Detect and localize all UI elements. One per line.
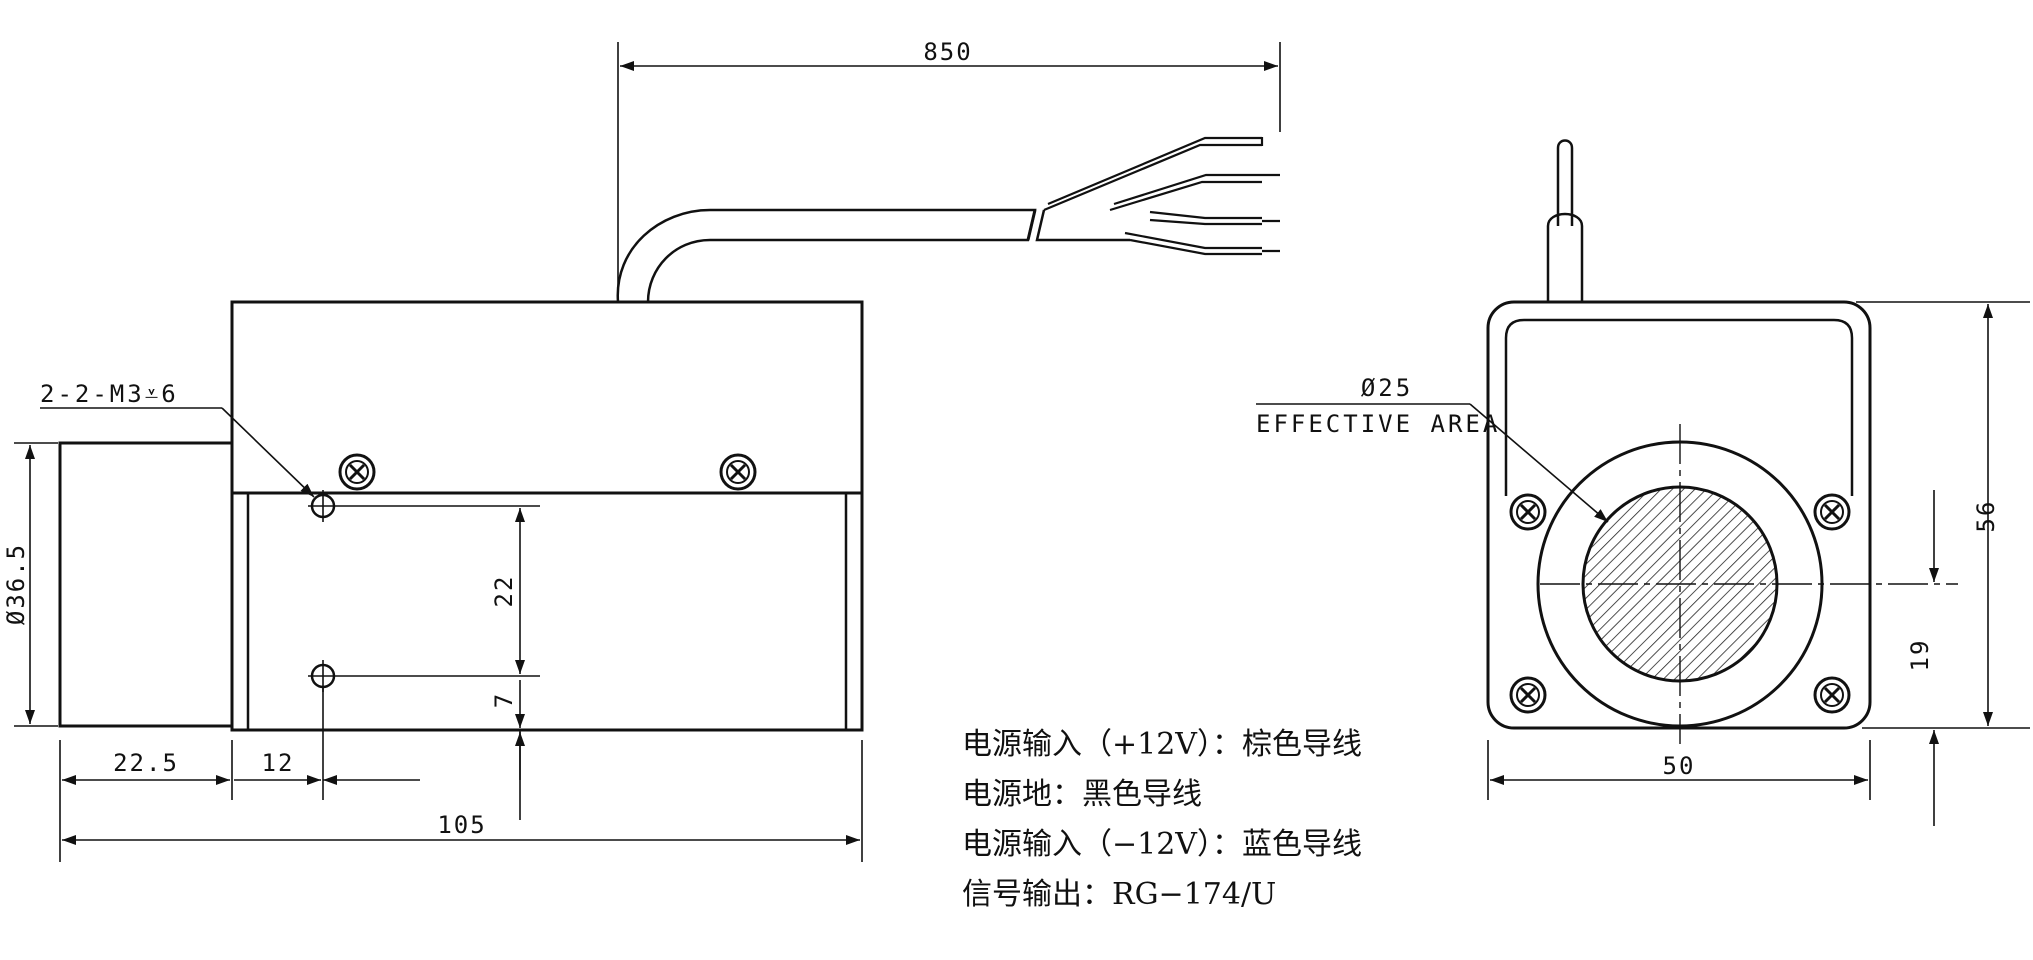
front-cylinder xyxy=(58,441,234,728)
wiring-line-positive: 电源输入（+12V）：棕色导线 xyxy=(962,727,1362,762)
label-effective-diameter: Ø25 xyxy=(1361,374,1413,402)
wiring-line-signal: 信号输出：RG−174/U xyxy=(962,877,1277,912)
screw-head-left xyxy=(338,453,376,491)
front-view xyxy=(14,42,1281,862)
side-screw-bottom-left xyxy=(1509,676,1547,714)
dim-cable-length: 850 xyxy=(923,38,972,66)
side-screw-top-left xyxy=(1509,493,1547,531)
housing-upper xyxy=(230,300,864,495)
dim-hole-spacing: 22 xyxy=(490,575,518,608)
cable xyxy=(616,208,1037,303)
dim-diameter-body: Ø36.5 xyxy=(2,543,30,625)
side-cable-outer xyxy=(1546,212,1584,302)
side-housing-outer xyxy=(1486,300,1872,730)
label-mount-holes: 2-2-M3⩡6 xyxy=(40,380,179,408)
wiring-line-negative: 电源输入（−12V）：蓝色导线 xyxy=(962,827,1362,862)
side-center-lines xyxy=(1540,424,1958,744)
side-view xyxy=(1256,139,2030,826)
label-effective-area: EFFECTIVE AREA xyxy=(1256,410,1500,438)
side-housing-inner xyxy=(1504,318,1854,496)
dim-height-side: 56 xyxy=(1972,500,2000,533)
housing-lower xyxy=(230,491,864,732)
side-cable-inner xyxy=(1556,139,1574,226)
wiring-line-ground: 电源地：黑色导线 xyxy=(962,777,1202,812)
dim-width-side: 50 xyxy=(1663,752,1696,780)
wire-bundle xyxy=(1043,136,1280,256)
dim-length-front: 22.5 xyxy=(113,749,179,777)
cable-end xyxy=(1035,209,1130,242)
dim-hole-bottom: 7 xyxy=(490,692,518,708)
dim-center-height: 19 xyxy=(1906,639,1934,672)
dim-total-length: 105 xyxy=(437,811,486,839)
dim-hole-offset: 12 xyxy=(262,749,295,777)
cable-break xyxy=(1026,209,1037,241)
side-screw-top-right xyxy=(1813,493,1851,531)
wiring-legend: 电源输入（+12V）：棕色导线 电源地：黑色导线 电源输入（−12V）：蓝色导线… xyxy=(962,720,1362,920)
front-dimension-lines xyxy=(14,42,1281,862)
side-screw-bottom-right xyxy=(1813,676,1851,714)
side-dimension-lines xyxy=(1256,301,2030,826)
screw-head-right xyxy=(719,453,757,491)
